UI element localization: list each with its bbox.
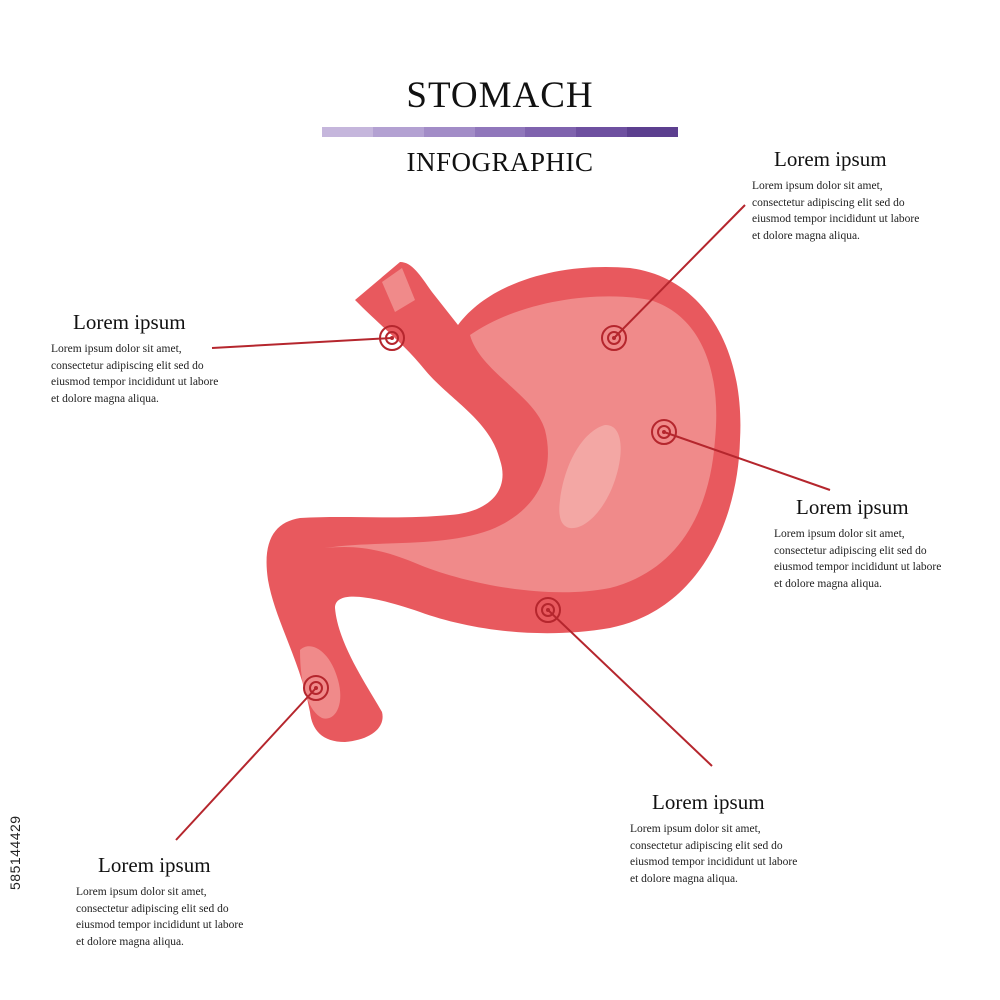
callout-text-line: Lorem ipsum dolor sit amet, (752, 180, 883, 192)
callout-heading: Lorem ipsum (98, 853, 211, 877)
callout-text-line: et dolore magna aliqua. (51, 393, 159, 406)
leader-line-3 (663, 431, 831, 491)
callout-text-line: eiusmod tempor incididunt ut labore (76, 919, 244, 932)
callout-duodenum: Lorem ipsum Lorem ipsum dolor sit amet, … (76, 853, 243, 951)
callout-heading: Lorem ipsum (796, 495, 909, 519)
callout-text-line: et dolore magna aliqua. (76, 936, 184, 949)
target-marker-4 (535, 597, 561, 623)
callout-esophagus: Lorem ipsum Lorem ipsum dolor sit amet, … (51, 310, 218, 408)
callout-heading: Lorem ipsum (652, 790, 765, 814)
leader-line-1 (211, 337, 393, 349)
callout-pylorus: Lorem ipsum Lorem ipsum dolor sit amet, … (630, 790, 797, 888)
callout-text-line: consectetur adipiscing elit sed do (774, 544, 927, 557)
infographic-title: STOMACH (406, 75, 594, 116)
callout-heading: Lorem ipsum (73, 310, 186, 334)
stomach-highlight (559, 424, 621, 529)
bar-segment-1 (322, 127, 373, 137)
bar-segment-7 (627, 127, 679, 137)
callout-text-line: eiusmod tempor incididunt ut labore (51, 376, 219, 389)
bar-segment-6 (576, 127, 628, 137)
callout-text-line: et dolore magna aliqua. (630, 873, 738, 886)
callout-text-line: et dolore magna aliqua. (752, 230, 860, 243)
callout-text: Lorem ipsum dolor sit amet, consectetur … (76, 884, 243, 951)
callout-text-line: consectetur adipiscing elit sed do (752, 196, 905, 209)
target-marker-5 (303, 675, 329, 701)
callout-text-line: Lorem ipsum dolor sit amet, (76, 886, 207, 898)
callout-text-line: eiusmod tempor incididunt ut labore (630, 856, 798, 869)
target-marker-3 (651, 419, 677, 445)
bar-segment-2 (372, 127, 424, 137)
callout-fundus: Lorem ipsum Lorem ipsum dolor sit amet, … (752, 147, 919, 245)
leader-line-2 (613, 204, 746, 339)
callout-text-line: eiusmod tempor incididunt ut labore (752, 213, 920, 226)
bar-segment-3 (423, 127, 475, 137)
callout-text-line: consectetur adipiscing elit sed do (51, 359, 204, 372)
callout-text-line: consectetur adipiscing elit sed do (76, 902, 229, 915)
callout-text-line: eiusmod tempor incididunt ut labore (774, 561, 942, 574)
callout-text-line: Lorem ipsum dolor sit amet, (774, 528, 905, 540)
target-marker-1 (379, 325, 405, 351)
stock-image-id: 585144429 (7, 815, 23, 890)
leader-line-4 (547, 609, 713, 767)
callout-text: Lorem ipsum dolor sit amet, consectetur … (752, 178, 919, 245)
stomach-organ (266, 262, 741, 742)
callout-text-line: et dolore magna aliqua. (774, 578, 882, 591)
bar-segment-5 (525, 127, 577, 137)
callout-text: Lorem ipsum dolor sit amet, consectetur … (774, 526, 941, 593)
title-gradient-bar (322, 127, 679, 137)
target-marker-2 (601, 325, 627, 351)
leader-line-5 (175, 687, 317, 841)
infographic-subtitle: INFOGRAPHIC (406, 147, 594, 177)
callout-text-line: consectetur adipiscing elit sed do (630, 839, 783, 852)
esophagus-highlight (382, 268, 415, 312)
leader-lines (175, 204, 831, 841)
callout-heading: Lorem ipsum (774, 147, 887, 171)
callout-body: Lorem ipsum Lorem ipsum dolor sit amet, … (774, 495, 941, 593)
callout-text-line: Lorem ipsum dolor sit amet, (51, 343, 182, 355)
callout-text: Lorem ipsum dolor sit amet, consectetur … (630, 821, 797, 888)
callout-text: Lorem ipsum dolor sit amet, consectetur … (51, 341, 218, 408)
stomach-inner-shade (325, 296, 717, 593)
bar-segment-4 (474, 127, 526, 137)
callout-text-line: Lorem ipsum dolor sit amet, (630, 823, 761, 835)
